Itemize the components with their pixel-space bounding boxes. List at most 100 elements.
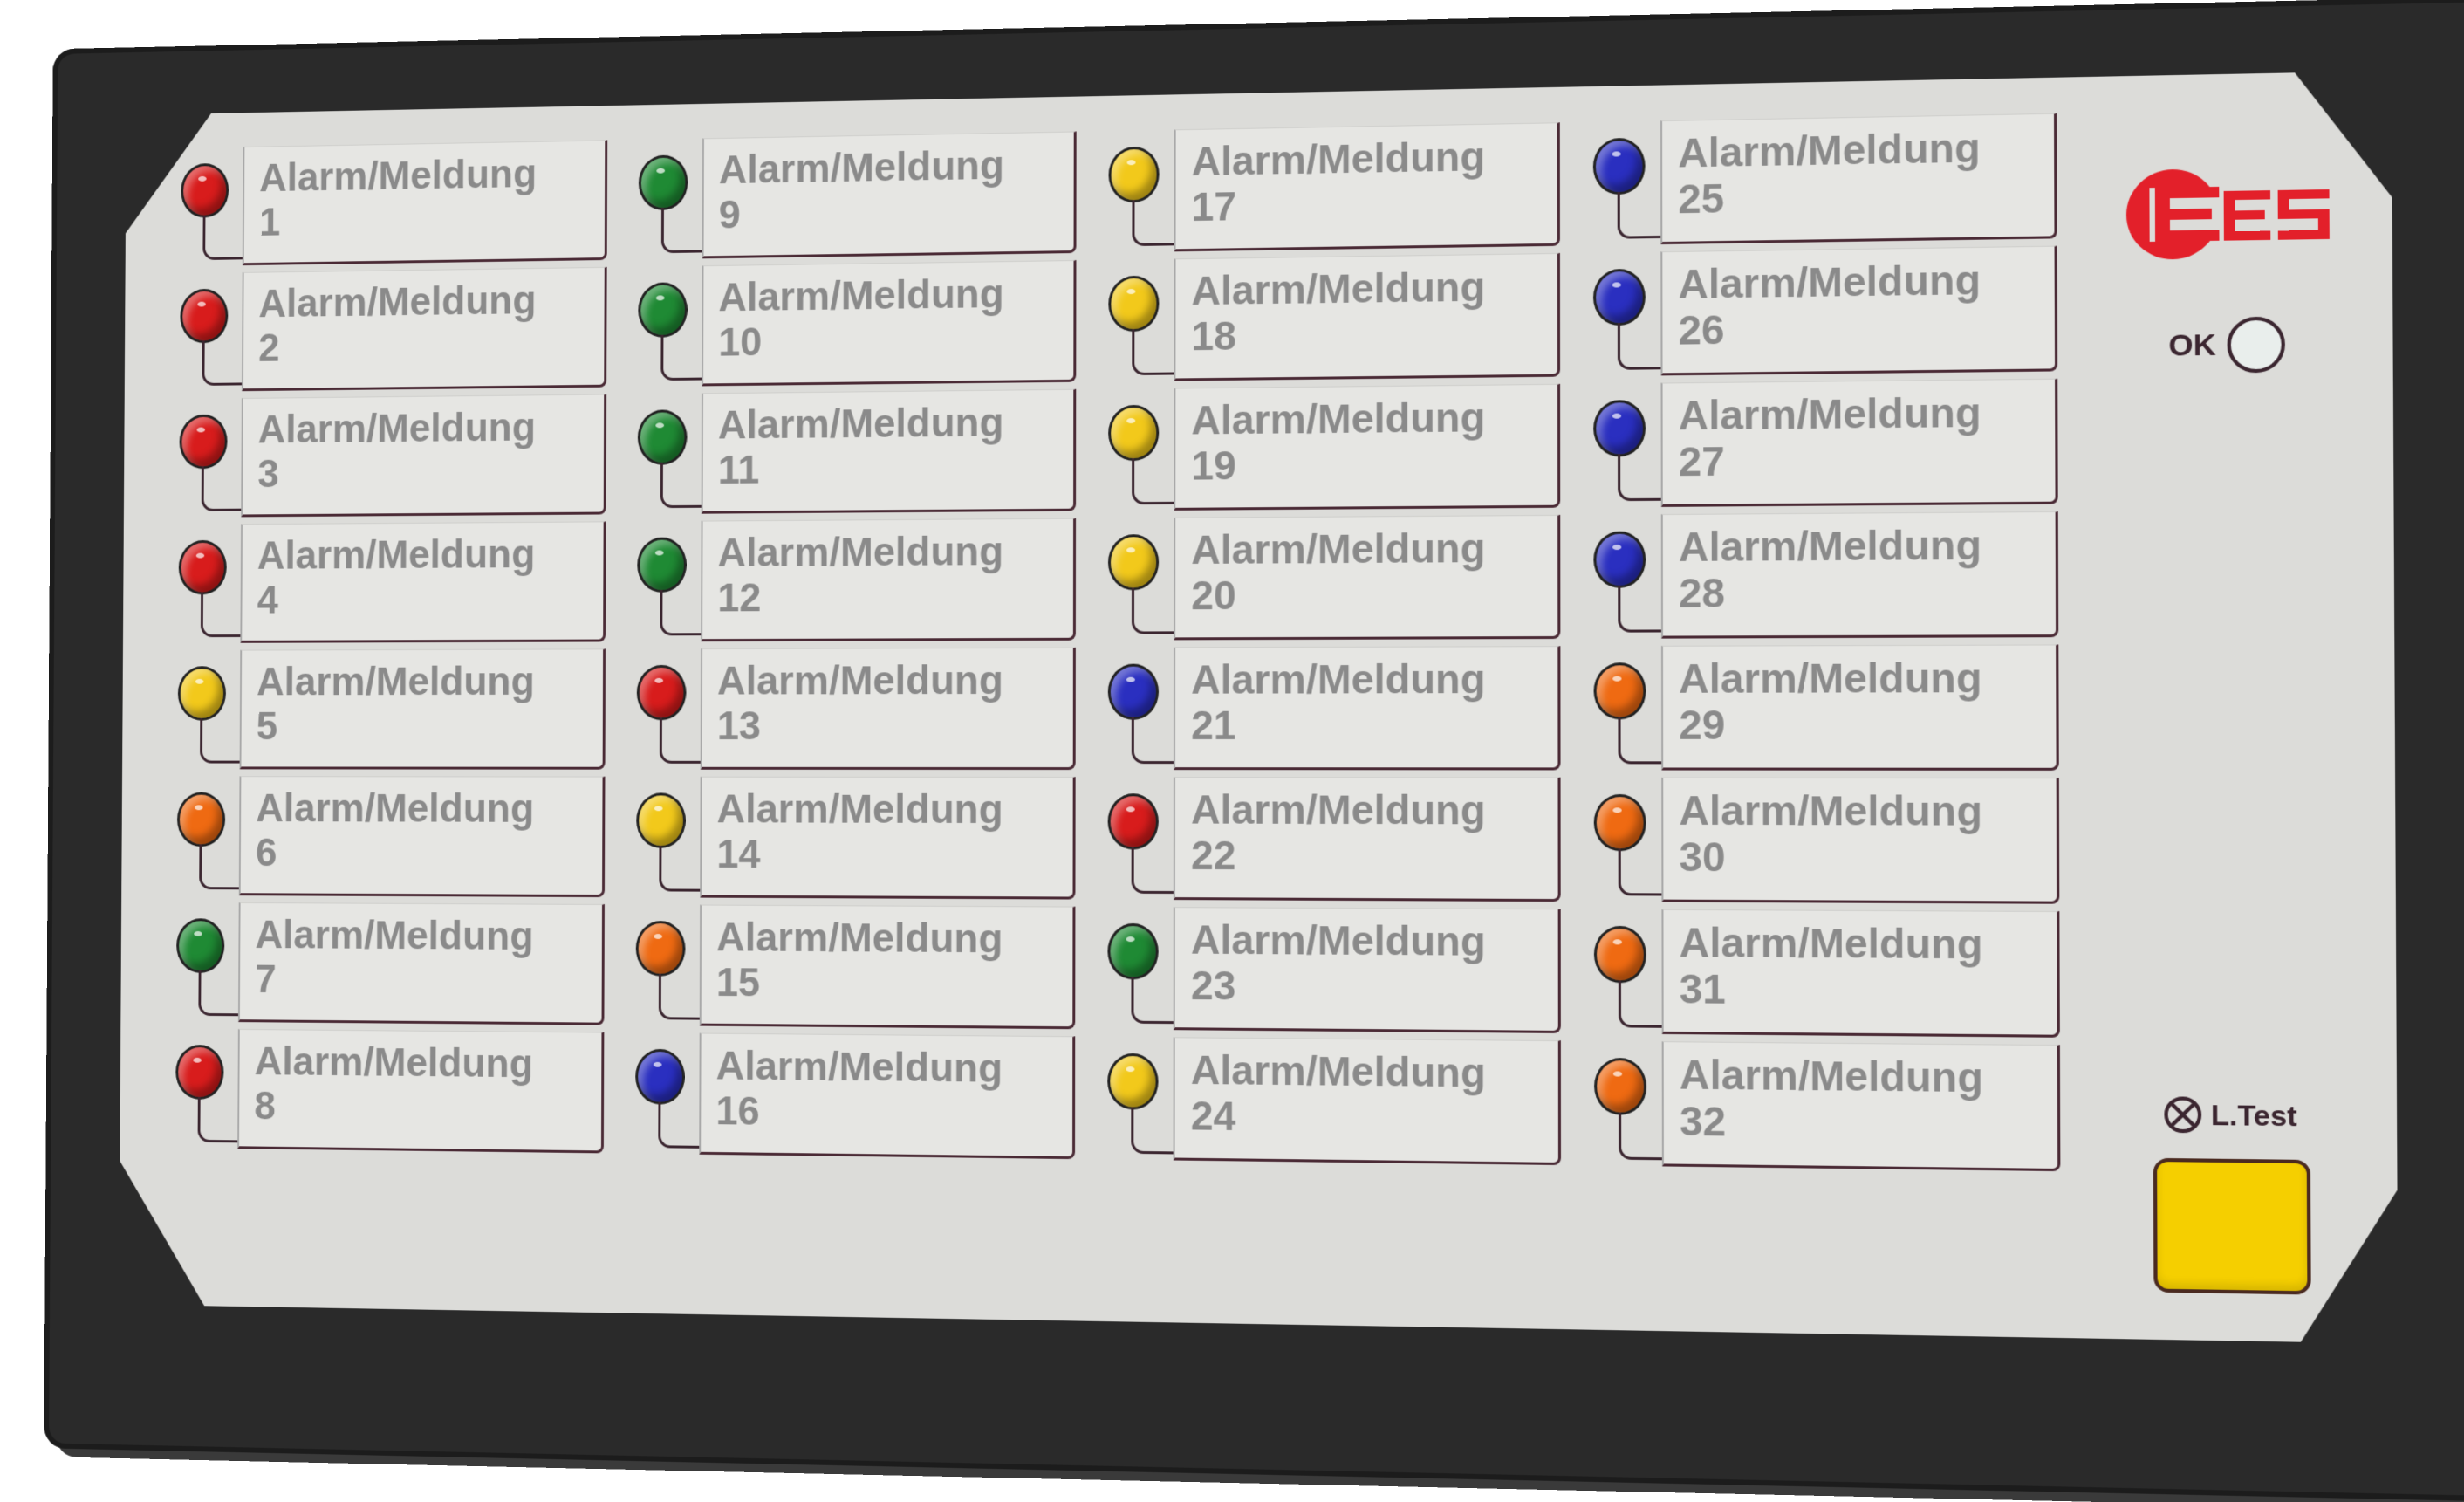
channel-number: 23 [1190,962,1236,1009]
channel-title: Alarm/Meldung [717,399,1004,448]
channel-title: Alarm/Meldung [1679,919,1983,968]
indicator-led-icon [640,539,684,590]
channel-number: 17 [1191,183,1237,230]
indicator-led-icon [1111,408,1156,459]
lamp-test-label: L.Test [2210,1098,2297,1132]
channel-number: 9 [718,191,741,237]
channel-number: 3 [257,450,279,496]
channel-number: 4 [257,577,279,622]
channel-title: Alarm/Meldung [1191,525,1486,573]
lamp-test-label-row: L.Test [2162,1094,2296,1135]
indicator-led-icon [179,921,222,970]
channel-title: Alarm/Meldung [716,657,1003,703]
channel-number: 16 [715,1087,760,1134]
channel-title: Alarm/Meldung [257,404,537,452]
channel-number: 20 [1191,572,1236,619]
ok-indicator: OK [2168,317,2285,374]
channel-title: Alarm/Meldung [257,531,536,578]
indicator-led-icon [640,157,685,208]
control-area: OK L.Test [2094,135,2342,1279]
channel-title: Alarm/Meldung [1678,124,1981,176]
channel-number: 2 [258,325,280,370]
indicator-led-icon [639,795,683,846]
indicator-led-icon [1112,149,1157,201]
channel-number: 1 [258,199,281,244]
channel-number: 10 [718,319,763,365]
channel-title: Alarm/Meldung [1679,786,1983,834]
channel-title: Alarm/Meldung [1191,394,1486,443]
indicator-led-icon [183,166,226,216]
channel-title: Alarm/Meldung [716,785,1003,833]
indicator-led-icon [1596,402,1643,454]
ok-label: OK [2168,327,2216,363]
channel-number: 19 [1191,442,1236,489]
channel-number: 21 [1191,702,1236,749]
channel-number: 25 [1678,175,1725,223]
channel-number: 28 [1678,569,1726,617]
indicator-led-icon [1111,796,1156,847]
channel-title: Alarm/Meldung [716,914,1003,962]
channel-title: Alarm/Meldung [1678,521,1982,571]
channel-number: 29 [1679,701,1726,749]
indicator-led-icon [181,417,225,467]
indicator-led-icon [1111,278,1156,330]
indicator-led-icon [638,923,682,974]
channel-title: Alarm/Meldung [1191,786,1486,833]
lamp-test-button[interactable] [2153,1158,2311,1295]
indicator-led-icon [1111,667,1156,717]
indicator-led-icon [1596,929,1643,981]
channel-number: 6 [255,829,277,874]
channel-number: 18 [1191,312,1237,360]
channel-number: 14 [716,831,761,877]
channel-title: Alarm/Meldung [256,658,535,704]
indicator-led-icon [182,291,226,341]
indicator-led-icon [1111,537,1156,587]
